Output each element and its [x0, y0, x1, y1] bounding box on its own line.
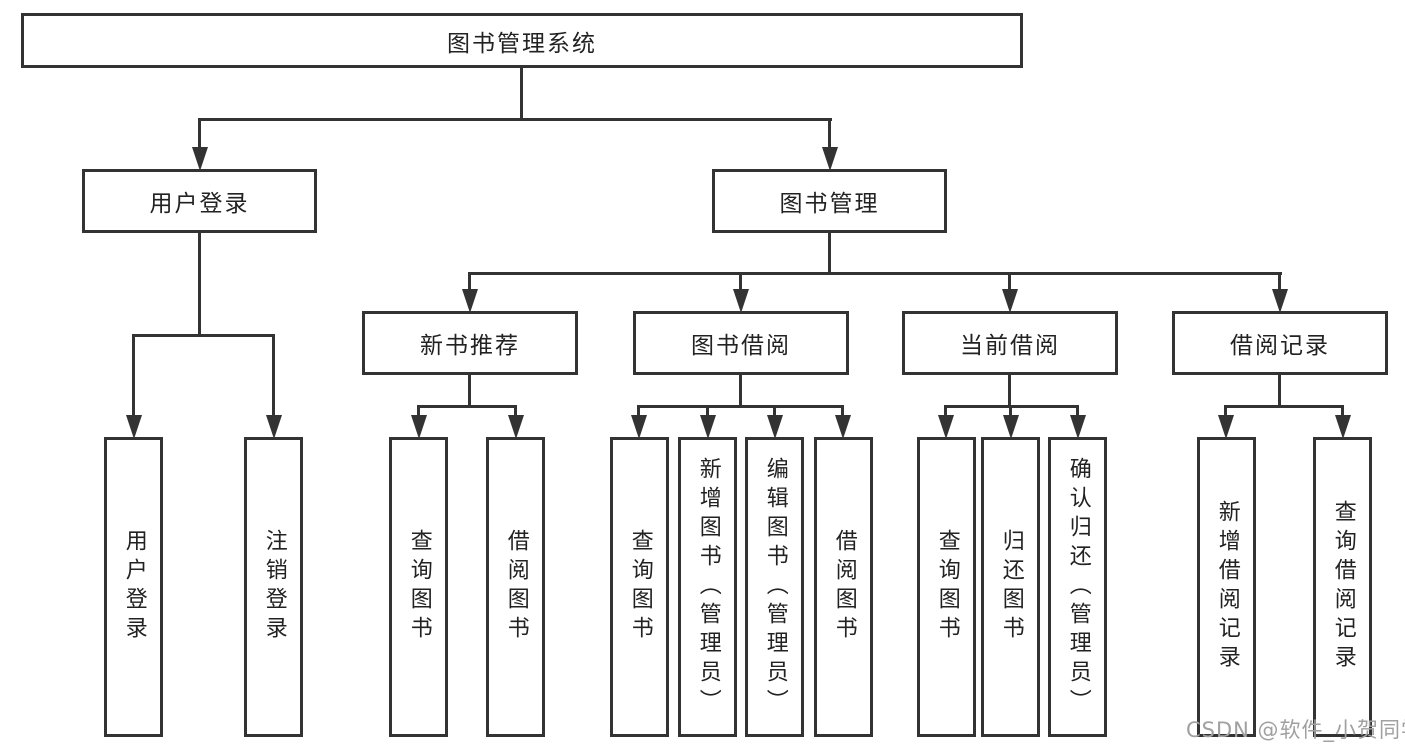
node-book-management-branch: 图书管理 — [712, 169, 947, 233]
connector-line — [637, 405, 844, 408]
arrow-down-icon — [411, 415, 427, 439]
connector-line — [468, 374, 471, 408]
arrow-down-icon — [1272, 289, 1288, 313]
connector-line — [637, 405, 640, 419]
arrow-down-icon — [126, 415, 142, 439]
leaf-return-books: 归还图书 — [981, 437, 1040, 737]
arrow-down-icon — [631, 415, 647, 439]
arrow-down-icon — [733, 289, 749, 313]
leaf-label: 借阅图书 — [503, 529, 529, 645]
connector-line — [773, 405, 776, 419]
connector-line — [520, 66, 523, 120]
node-label: 用户登录 — [149, 191, 250, 217]
node-label: 借阅记录 — [1230, 333, 1330, 359]
connector-line — [828, 232, 831, 274]
connector-line — [1008, 374, 1011, 408]
arrow-down-icon — [822, 147, 838, 171]
connector-line — [739, 374, 742, 408]
leaf-query-books-2: 查询图书 — [610, 437, 669, 737]
leaf-borrow-books-2: 借阅图书 — [814, 437, 873, 737]
connector-line — [417, 405, 420, 419]
leaf-label: 用户登录 — [121, 529, 147, 645]
connector-line — [132, 334, 135, 418]
connector-line — [1076, 405, 1079, 419]
connector-line — [417, 405, 517, 408]
arrow-down-icon — [835, 415, 851, 439]
node-current-borrow: 当前借阅 — [902, 311, 1118, 375]
connector-line — [706, 405, 709, 419]
connector-line — [1341, 405, 1344, 419]
arrow-down-icon — [1002, 289, 1018, 313]
arrow-down-icon — [767, 415, 783, 439]
leaf-label: 查询借阅记录 — [1330, 500, 1356, 674]
arrow-down-icon — [508, 415, 524, 439]
csdn-watermark: CSDN @软件_小贺同学 — [1186, 718, 1405, 742]
connector-line — [514, 405, 517, 419]
leaf-edit-books-admin: 编辑图书（管理员） — [745, 437, 804, 737]
leaf-label: 查询图书 — [934, 529, 960, 645]
leaf-label: 确认归还（管理员） — [1065, 456, 1091, 718]
node-label: 图书管理 — [779, 191, 880, 217]
connector-line — [1278, 374, 1281, 408]
node-borrow-records: 借阅记录 — [1172, 311, 1388, 375]
arrow-down-icon — [700, 415, 716, 439]
leaf-label: 借阅图书 — [831, 529, 857, 645]
leaf-add-books-admin: 新增图书（管理员） — [678, 437, 737, 737]
leaf-query-books-1: 查询图书 — [389, 437, 448, 737]
leaf-add-borrow-record: 新增借阅记录 — [1197, 437, 1256, 737]
leaf-label: 查询图书 — [627, 529, 653, 645]
leaf-label: 新增图书（管理员） — [695, 456, 721, 718]
connector-line — [944, 405, 947, 419]
connector-line — [1278, 272, 1281, 294]
connector-line — [198, 118, 832, 121]
leaf-borrow-books-1: 借阅图书 — [486, 437, 545, 737]
connector-line — [828, 118, 831, 150]
node-root: 图书管理系统 — [21, 13, 1023, 68]
node-user-login-branch: 用户登录 — [82, 169, 317, 233]
leaf-label: 归还图书 — [998, 529, 1024, 645]
connector-line — [198, 118, 201, 150]
leaf-label: 注销登录 — [261, 529, 287, 645]
connector-line — [1009, 405, 1012, 419]
arrow-down-icon — [462, 289, 478, 313]
arrow-down-icon — [192, 147, 208, 171]
node-label: 图书借阅 — [691, 333, 791, 359]
leaf-user-login: 用户登录 — [104, 437, 163, 737]
connector-line — [1008, 272, 1011, 294]
node-label: 新书推荐 — [420, 333, 520, 359]
connector-line — [132, 334, 275, 337]
leaf-confirm-return-admin: 确认归还（管理员） — [1048, 437, 1107, 737]
connector-line — [1224, 405, 1227, 419]
leaf-logout: 注销登录 — [244, 437, 303, 737]
arrow-down-icon — [1003, 415, 1019, 439]
connector-line — [468, 272, 471, 294]
connector-line — [272, 334, 275, 418]
connector-line — [841, 405, 844, 419]
node-label: 当前借阅 — [960, 333, 1060, 359]
arrow-down-icon — [266, 415, 282, 439]
arrow-down-icon — [1070, 415, 1086, 439]
connector-line — [1224, 405, 1344, 408]
leaf-query-books-3: 查询图书 — [917, 437, 976, 737]
arrow-down-icon — [1218, 415, 1234, 439]
leaf-label: 新增借阅记录 — [1214, 500, 1240, 674]
node-book-borrow: 图书借阅 — [633, 311, 849, 375]
arrow-down-icon — [938, 415, 954, 439]
leaf-query-borrow-record: 查询借阅记录 — [1313, 437, 1372, 737]
connector-line — [198, 232, 201, 336]
node-new-book-recommend: 新书推荐 — [362, 311, 578, 375]
connector-line — [468, 272, 1282, 275]
leaf-label: 查询图书 — [406, 529, 432, 645]
node-root-label: 图书管理系统 — [447, 30, 597, 57]
leaf-label: 编辑图书（管理员） — [762, 456, 788, 718]
connector-line — [739, 272, 742, 294]
arrow-down-icon — [1335, 415, 1351, 439]
